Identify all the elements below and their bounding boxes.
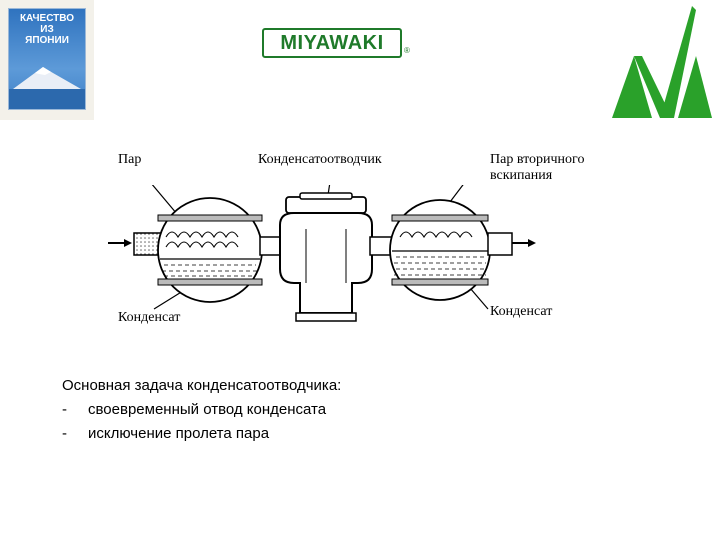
label-condensate-left: Конденсат [118, 310, 181, 325]
task-item-text: исключение пролета пара [88, 425, 270, 442]
leader-trap [327, 185, 331, 196]
steam-trap-body [279, 192, 373, 322]
badge-text: КАЧЕСТВО ИЗ ЯПОНИИ [9, 13, 85, 46]
label-steam: Пар [118, 152, 142, 167]
badge-line-3: ЯПОНИИ [25, 35, 69, 46]
label-trap: Конденсатоотводчик [258, 152, 382, 167]
label-flash-steam-2: вскипания [490, 168, 553, 183]
task-item-dash: - [62, 425, 67, 442]
brand-logo: MIYAWAKI [262, 28, 402, 58]
company-logo-icon [612, 6, 712, 118]
task-item-dash: - [62, 401, 67, 418]
pipe-section-left [157, 197, 263, 303]
steam-trap-diagram [108, 185, 536, 322]
registered-mark: ® [404, 46, 410, 55]
badge-panel: КАЧЕСТВО ИЗ ЯПОНИИ [8, 8, 86, 110]
brand-name: MIYAWAKI [280, 32, 384, 54]
pipe-stub-right [487, 232, 513, 256]
flow-arrow-left [108, 239, 132, 247]
label-flash-steam-1: Пар вторичного [490, 152, 585, 167]
task-item-text: своевременный отвод конденсата [88, 401, 327, 418]
quality-badge: КАЧЕСТВО ИЗ ЯПОНИИ [0, 0, 94, 120]
mountain-icon [9, 67, 85, 109]
flow-arrow-right [512, 239, 536, 247]
label-condensate-right: Конденсат [490, 304, 553, 319]
badge-line-1: КАЧЕСТВО [19, 13, 75, 24]
task-title: Основная задача конденсатоотводчика: [62, 377, 342, 394]
pipe-section-right [389, 199, 491, 301]
badge-line-2: ИЗ [40, 24, 54, 35]
